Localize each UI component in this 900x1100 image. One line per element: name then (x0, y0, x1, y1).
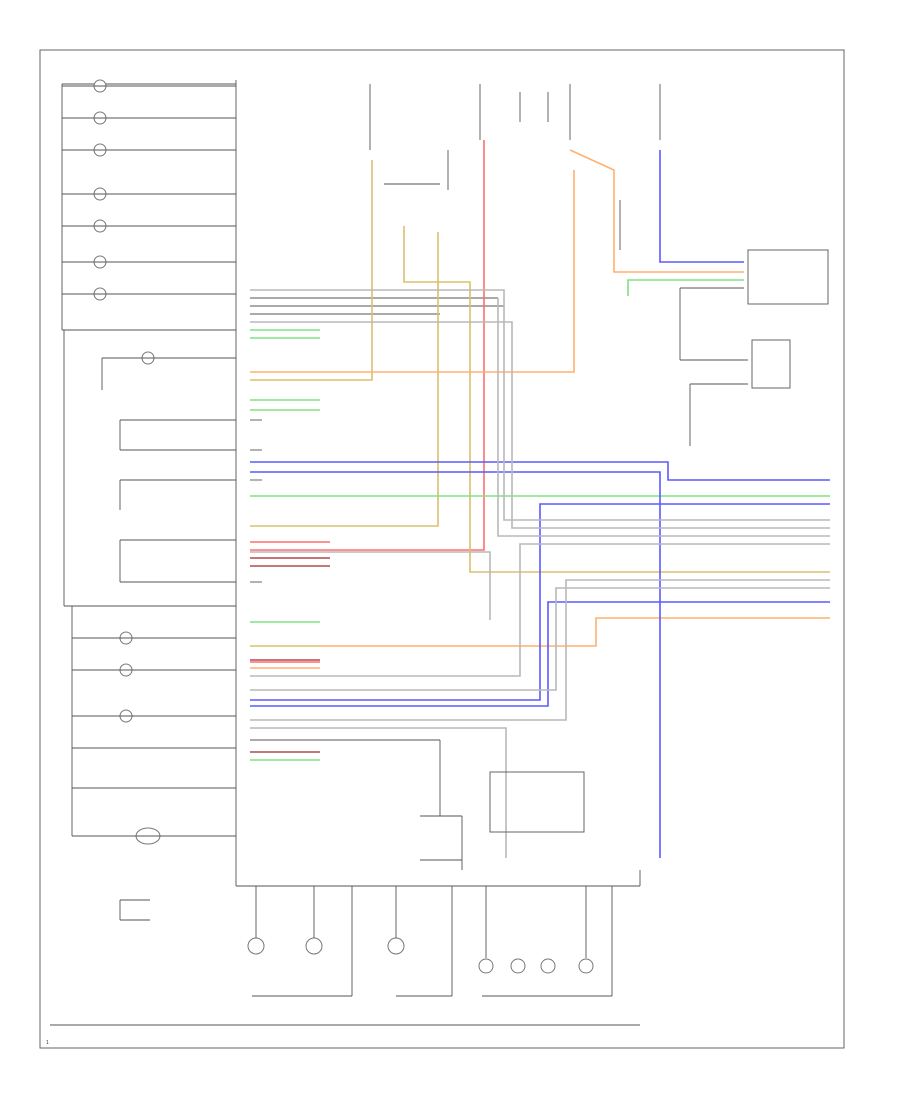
wire-gray (250, 727, 507, 858)
wire-orange (569, 149, 744, 273)
wire-green (627, 279, 744, 296)
left-lamp-leads (62, 85, 236, 921)
wire-gray (250, 551, 491, 620)
gauge-bulb-icon (305, 937, 323, 955)
wiring-harness (250, 140, 830, 858)
gauge-bulb-icon (510, 958, 526, 974)
gauge-bulb-icon (478, 958, 494, 974)
wire-blue (250, 461, 830, 481)
relay-box (489, 771, 585, 833)
wire-tan (250, 160, 373, 381)
wire-orange (320, 617, 830, 647)
indicator-lamps (93, 79, 161, 845)
connector-box (747, 249, 829, 305)
gauge-bulb-icon (387, 937, 405, 955)
gauge-bulb-icon (540, 958, 556, 974)
gauge-bulb-icon (578, 958, 594, 974)
wire-blue (250, 601, 830, 707)
connector-pins (250, 297, 504, 741)
wire-blue (659, 150, 744, 263)
wire-gray (250, 587, 830, 691)
relay-box (751, 339, 791, 389)
bottom-gauges (247, 886, 613, 997)
gauge-assembly-box (61, 80, 641, 887)
wire-tan (403, 226, 830, 573)
top-power-feeds (369, 84, 661, 190)
footer-code: 1 (46, 1040, 49, 1046)
wire-gray (250, 321, 830, 529)
wire-gray (250, 543, 830, 677)
right-connectors (619, 200, 829, 446)
diagram-frame (39, 49, 845, 1049)
wire-blue (250, 471, 661, 858)
gauge-bulb-icon (247, 937, 265, 955)
wire-gray (250, 289, 830, 521)
lower-relay (420, 740, 585, 870)
wire-tan (250, 232, 439, 527)
wire-blue (250, 503, 830, 701)
wire-red (250, 140, 485, 551)
wire-gray (250, 579, 830, 721)
wire-gray (497, 298, 830, 537)
wire-orange (250, 170, 575, 373)
